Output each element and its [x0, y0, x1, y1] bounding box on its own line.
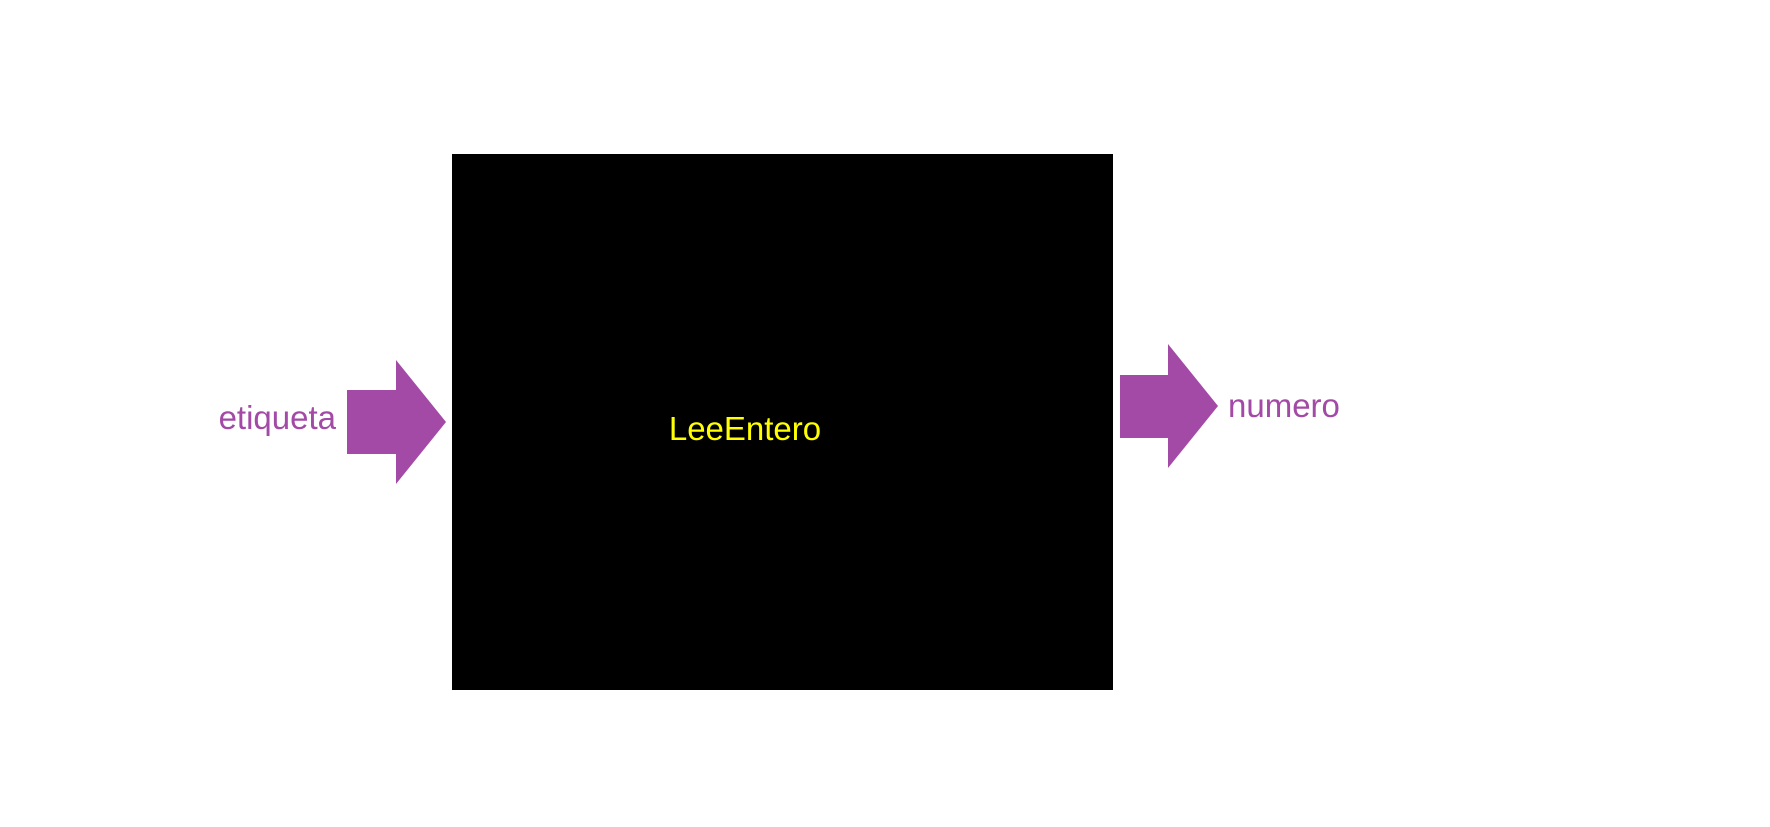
output-arrow-icon — [1120, 344, 1218, 468]
input-label: etiqueta — [219, 399, 337, 436]
input-arrow-icon — [347, 360, 446, 484]
lee-entero-block[interactable] — [452, 154, 1113, 690]
output-label: numero — [1228, 387, 1340, 424]
block-label: LeeEntero — [669, 410, 821, 447]
